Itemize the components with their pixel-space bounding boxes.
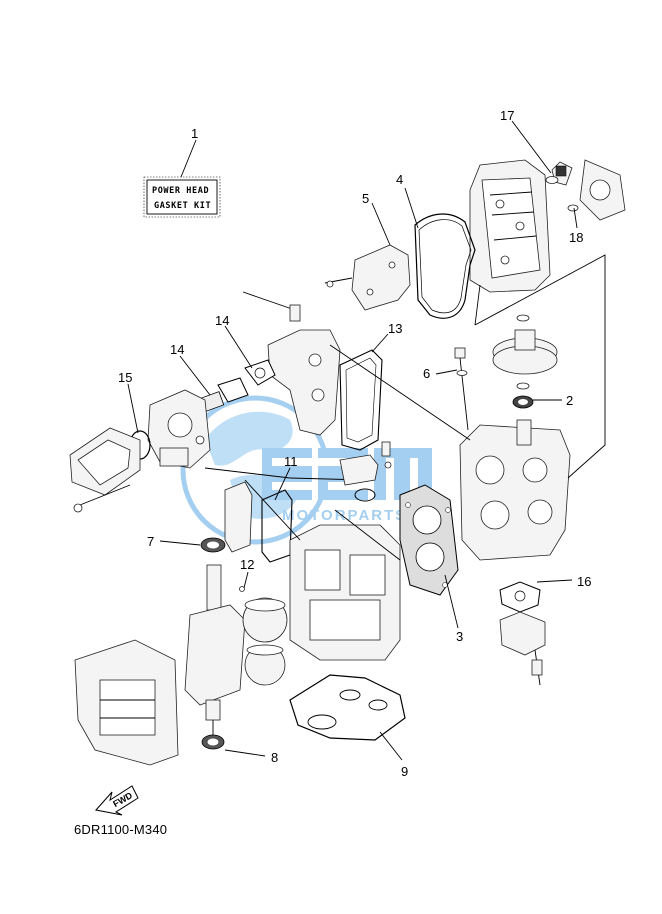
cylinder-head-cover xyxy=(469,159,551,293)
crankcase xyxy=(289,524,401,661)
fwd-arrow: FWD xyxy=(95,785,139,816)
callout-5: 5 xyxy=(362,191,369,206)
diagram-code: 6DR1100-M340 xyxy=(74,822,168,837)
callout-13: 13 xyxy=(388,321,402,336)
kit-label-line1: POWER HEAD xyxy=(152,186,209,196)
lower-bracket xyxy=(74,639,179,766)
callout-4: 4 xyxy=(396,172,403,187)
oil-seal-2 xyxy=(512,395,534,409)
oil-seal-8 xyxy=(201,734,225,750)
callout-3: 3 xyxy=(456,629,463,644)
exhaust-manifold-gasket xyxy=(289,674,406,741)
callout-14b: 14 xyxy=(170,342,184,357)
callout-9: 9 xyxy=(401,764,408,779)
head-cover-gasket xyxy=(414,213,476,319)
oil-seal-7 xyxy=(200,537,226,553)
callout-numbers: 1 2 3 4 5 6 7 8 9 11 12 13 14 14 15 16 1… xyxy=(118,108,591,779)
assembly-guide-lines xyxy=(212,254,606,735)
carburetor-gaskets xyxy=(197,359,276,413)
pulley xyxy=(492,314,558,390)
callout-7: 7 xyxy=(147,534,154,549)
intake-silencer xyxy=(69,427,151,513)
cylinder-head xyxy=(459,419,571,561)
callout-18: 18 xyxy=(569,230,583,245)
callout-11: 11 xyxy=(284,454,298,469)
callout-14a: 14 xyxy=(215,313,229,328)
gasket-kit-label: POWER HEAD GASKET KIT xyxy=(143,139,221,218)
exhaust-cover-gasket xyxy=(339,349,383,451)
spark-plug-bolt xyxy=(454,347,469,431)
callout-8: 8 xyxy=(271,750,278,765)
intake-manifold xyxy=(242,291,341,436)
callout-1: 1 xyxy=(191,126,198,141)
callout-17: 17 xyxy=(500,108,514,123)
callout-12: 12 xyxy=(240,557,254,572)
callout-6: 6 xyxy=(423,366,430,381)
exhaust-plate xyxy=(204,467,366,563)
thermostat-housing xyxy=(545,159,626,221)
callout-16: 16 xyxy=(577,574,591,589)
carburetor xyxy=(147,389,211,469)
kit-label-line2: GASKET KIT xyxy=(154,201,211,211)
callout-leaders xyxy=(127,120,578,761)
watermark-logo: MOTORPARTS xyxy=(180,395,432,545)
watermark-text: MOTORPARTS xyxy=(282,507,407,524)
callout-2: 2 xyxy=(566,393,573,408)
oil-pump xyxy=(499,581,546,686)
water-cover xyxy=(339,441,392,502)
breather-plate xyxy=(324,244,411,311)
cylinder-head-gasket xyxy=(399,484,459,596)
crankshaft xyxy=(184,564,288,721)
callout-15: 15 xyxy=(118,370,132,385)
